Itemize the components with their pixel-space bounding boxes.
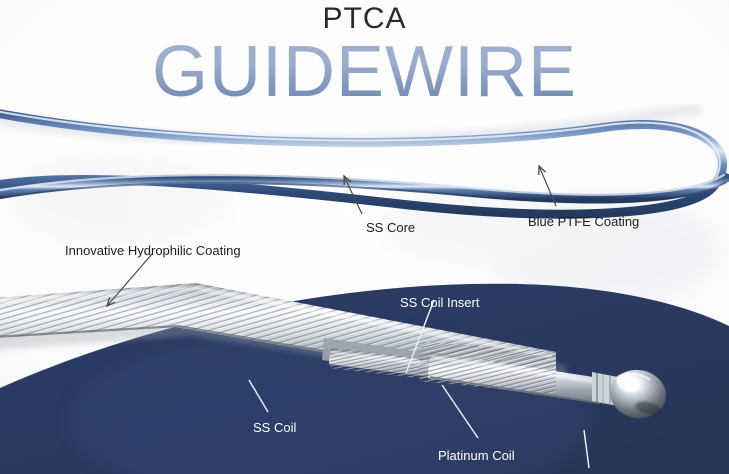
leader-blue-ptfe: [538, 165, 557, 207]
callout-label-ss-coil-insert: SS Coil Insert: [400, 295, 480, 310]
distal-tip: [610, 369, 666, 419]
leader-ss-core-arrowhead: [343, 174, 352, 186]
leader-ss-coil: [248, 379, 269, 413]
callout-label-blue-ptfe: Blue PTFE Coating: [528, 214, 640, 229]
leader-ss-core: [343, 175, 363, 215]
leader-platinum-coil: [441, 384, 479, 439]
callout-label-hydrophilic: Innovative Hydrophilic Coating: [65, 243, 241, 258]
callout-label-platinum-coil: Platinum Coil: [438, 448, 515, 463]
leader-lines: [105, 164, 590, 469]
blue-ptfe-wire-loop: [0, 102, 729, 219]
leader-hydrophilic-arrowhead: [105, 297, 116, 308]
leader-tip: [583, 429, 590, 469]
leader-blue-ptfe-arrowhead: [538, 164, 547, 176]
callout-label-ss-coil: SS Coil: [253, 420, 297, 435]
leader-ss-coil-insert: [405, 299, 435, 374]
leader-hydrophilic: [106, 253, 153, 307]
callout-label-ss-core: SS Core: [366, 220, 416, 235]
